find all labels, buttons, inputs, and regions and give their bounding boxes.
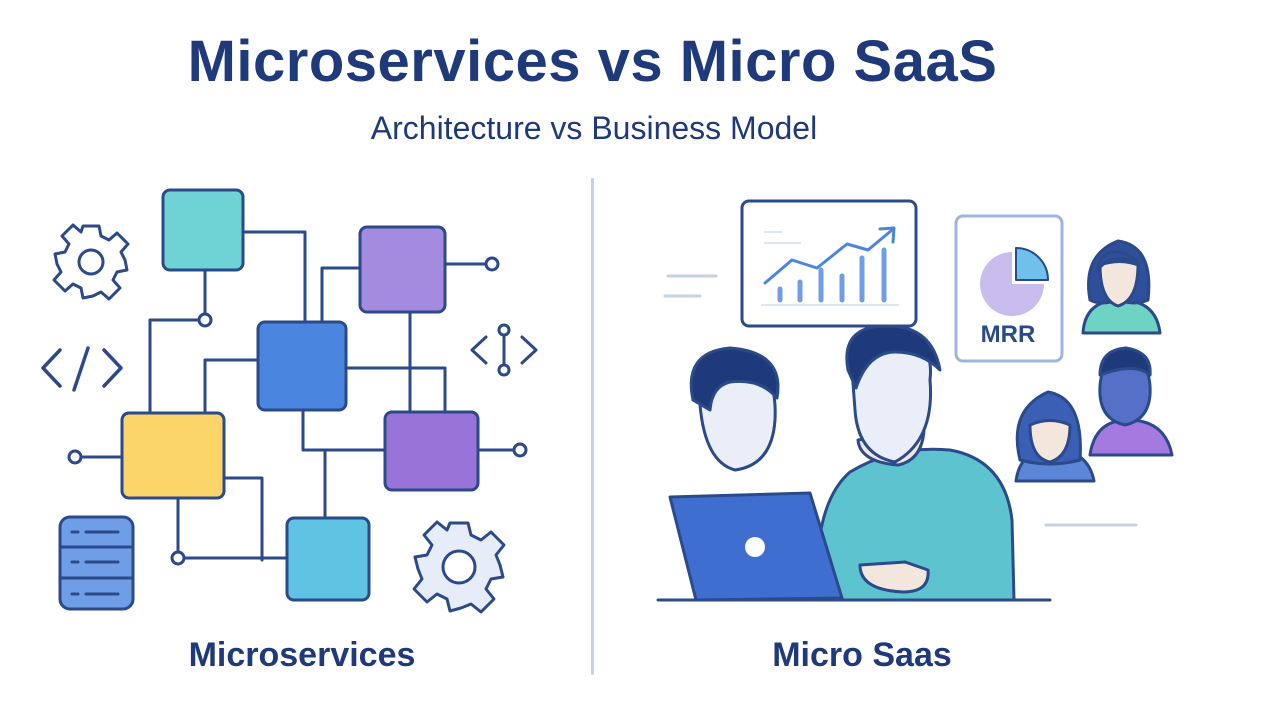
micro-saas-label: Micro Saas (772, 636, 952, 674)
mrr-card (954, 214, 1064, 363)
code-icon (41, 346, 123, 392)
service-box-blue (256, 320, 348, 412)
server-icon (58, 515, 135, 611)
service-box-yellow (120, 411, 226, 500)
micro-saas-illustration: MRR (656, 199, 1174, 602)
service-box-violet (383, 410, 480, 492)
page-subtitle: Architecture vs Business Model (370, 110, 818, 146)
service-box-teal (161, 188, 245, 272)
connector-dots (67, 256, 528, 566)
service-box-sky (285, 516, 371, 602)
git-branch-icon (470, 323, 538, 377)
microservices-label: Microservices (188, 636, 416, 674)
connector-lines (73, 230, 522, 562)
microservices-diagram (41, 188, 538, 614)
service-box-purple (358, 225, 447, 314)
gear-icon (412, 520, 506, 614)
avatar (689, 346, 780, 472)
avatar (1088, 346, 1174, 457)
panel-divider (591, 178, 594, 675)
avatar (1014, 390, 1096, 483)
avatar (815, 324, 1016, 602)
gear-icon (52, 223, 130, 301)
motion-lines (663, 274, 1138, 527)
mrr-label: MRR (981, 321, 1036, 348)
page-title: Microservices vs Micro SaaS (187, 29, 998, 94)
trend-chart-icon (740, 199, 918, 328)
laptop-icon (656, 491, 1052, 602)
avatar (1081, 239, 1162, 335)
